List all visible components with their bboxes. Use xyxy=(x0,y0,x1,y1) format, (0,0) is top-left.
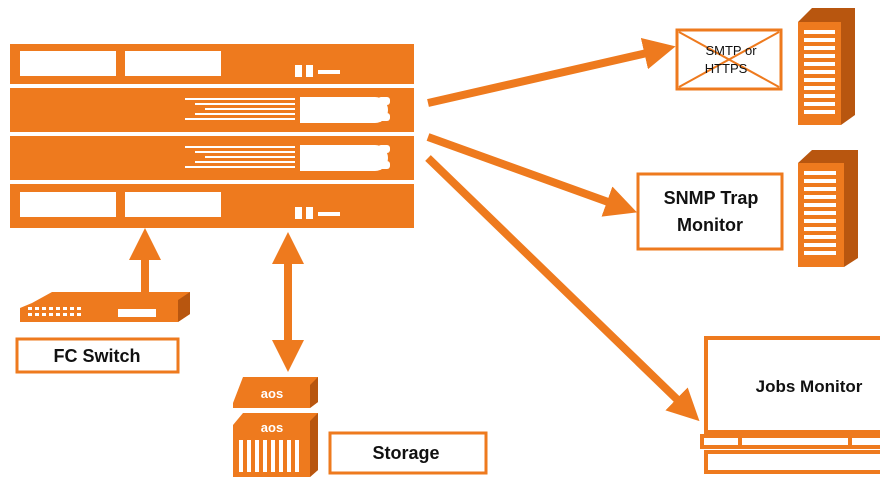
arrow-to-smtp xyxy=(427,37,676,107)
snmp-label-line2: Monitor xyxy=(677,215,743,235)
snmp-trap-monitor-box: SNMP Trap Monitor xyxy=(636,172,784,251)
appliance-stack xyxy=(10,44,414,228)
fc-switch-device-icon xyxy=(20,292,190,322)
appliance-middle-unit-1 xyxy=(10,88,414,132)
snmp-label-line1: SNMP Trap xyxy=(664,188,759,208)
appliance-middle-unit-2 xyxy=(10,136,414,180)
arrow-to-jobs-monitor xyxy=(425,155,700,422)
arrow-to-snmp xyxy=(426,133,638,217)
smtp-label-line1: SMTP or xyxy=(705,43,757,58)
jobs-monitor-icon: Jobs Monitor xyxy=(700,336,880,474)
appliance-top-unit xyxy=(10,44,414,84)
server-tower-icon-2 xyxy=(798,150,858,267)
fc-switch-label: FC Switch xyxy=(53,346,140,366)
storage-label-box: Storage xyxy=(328,431,488,475)
appliance-bottom-unit xyxy=(10,184,414,228)
server-tower-icon-1 xyxy=(798,8,855,125)
fc-switch-label-box: FC Switch xyxy=(15,337,180,374)
connection-arrows xyxy=(129,37,700,422)
storage-aos-label-top: aos xyxy=(261,386,283,401)
smtp-https-box: SMTP or HTTPS xyxy=(675,28,783,91)
storage-device-icon: aos aos xyxy=(233,377,318,477)
storage-label: Storage xyxy=(372,443,439,463)
smtp-label-line2: HTTPS xyxy=(705,61,748,76)
storage-aos-label-bottom: aos xyxy=(261,420,283,435)
jobs-monitor-label: Jobs Monitor xyxy=(756,377,863,396)
